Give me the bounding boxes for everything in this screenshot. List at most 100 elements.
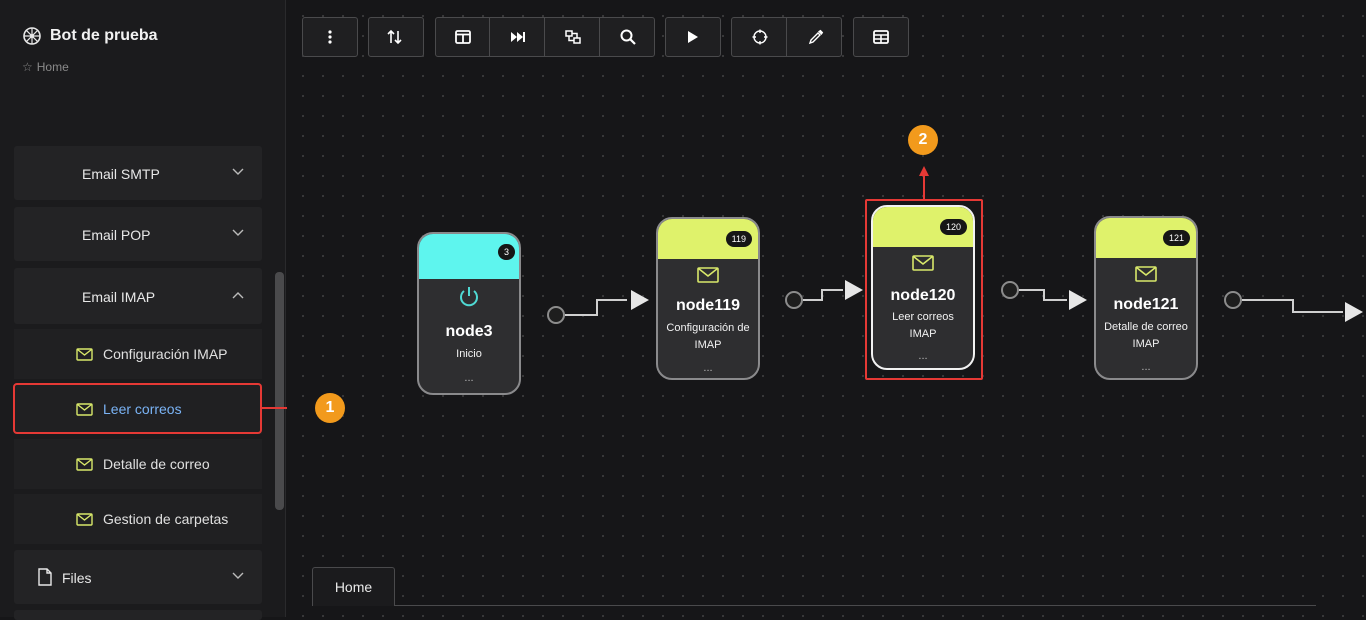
flow-canvas[interactable]: 3 node3 Inicio ... 119 node119 Configura… xyxy=(287,0,1366,617)
more-vert-icon xyxy=(328,30,332,44)
sidebar-item-label: Detalle de correo xyxy=(103,456,210,472)
sidebar-group-label: Files xyxy=(62,570,92,586)
arrow-head-node119-node120 xyxy=(845,280,863,300)
skip-forward-button[interactable] xyxy=(491,18,545,56)
chevron-down-icon[interactable] xyxy=(232,168,244,176)
node-name: node3 xyxy=(445,323,493,340)
flow-node-node120[interactable]: 120 node120 Leer correos IMAP ... xyxy=(871,205,975,370)
node-description-line: Leer correos xyxy=(892,311,954,323)
node-name: node120 xyxy=(890,287,956,304)
node-name: node121 xyxy=(1113,296,1179,313)
node-more-dots[interactable]: ... xyxy=(703,362,713,374)
flow-node-node119[interactable]: 119 node119 Configuración de IMAP ... xyxy=(656,217,760,380)
sidebar-item-label: Gestion de carpetas xyxy=(103,511,229,527)
tab-home[interactable]: Home xyxy=(312,567,395,606)
output-port-node119[interactable] xyxy=(785,291,803,309)
flow-node-node121[interactable]: 121 node121 Detalle de correo IMAP ... xyxy=(1094,216,1198,380)
app-title: Bot de prueba xyxy=(50,27,158,44)
node-description: Detalle de correo IMAP xyxy=(1096,319,1196,353)
auto-layout-icon xyxy=(565,30,581,44)
output-port-node3[interactable] xyxy=(547,306,565,324)
sidebar-item-label: Leer correos xyxy=(103,401,182,417)
output-port-node121[interactable] xyxy=(1224,291,1242,309)
sidebar-group-email-smtp[interactable]: Email SMTP xyxy=(14,146,262,200)
node-id-badge: 121 xyxy=(1162,230,1190,246)
node-header: 119 xyxy=(658,219,758,259)
sidebar-item-configuracion-imap[interactable]: Configuración IMAP xyxy=(14,329,262,379)
sidebar-group-label: Email SMTP xyxy=(82,166,160,182)
node-id-badge: 120 xyxy=(939,219,967,235)
power-icon xyxy=(419,285,519,309)
search-icon xyxy=(620,29,636,45)
file-icon xyxy=(38,568,52,586)
node-description: Leer correos IMAP xyxy=(873,309,973,343)
target-button[interactable] xyxy=(732,18,787,56)
mail-icon xyxy=(76,512,93,526)
breadcrumb[interactable]: ☆ Home xyxy=(22,60,69,74)
highlight-box-node120 xyxy=(865,199,983,380)
node-description-line: IMAP xyxy=(1132,338,1160,350)
node-id-badge: 3 xyxy=(497,244,515,260)
node-header: 120 xyxy=(873,207,973,247)
chevron-down-icon[interactable] xyxy=(232,229,244,237)
node-more-dots[interactable]: ... xyxy=(1141,361,1151,373)
node-description-line: Inicio xyxy=(456,348,482,360)
sidebar-scrollbar[interactable] xyxy=(275,272,284,510)
node-description: Inicio xyxy=(419,346,519,363)
eyedropper-icon xyxy=(808,29,823,45)
mail-icon xyxy=(76,402,93,416)
mail-icon xyxy=(76,457,93,471)
table-button[interactable] xyxy=(853,17,909,57)
arrow-head-node121-next xyxy=(1345,302,1363,322)
mail-icon xyxy=(658,267,758,283)
mail-icon xyxy=(873,255,973,271)
mail-icon xyxy=(1096,266,1196,282)
app-header: Bot de prueba xyxy=(22,26,158,46)
sidebar: Bot de prueba ☆ Home Email SMTP Email PO… xyxy=(0,0,286,620)
sort-button[interactable] xyxy=(368,17,424,57)
step-badge-2: 2 xyxy=(908,125,938,155)
flow-node-node3[interactable]: 3 node3 Inicio ... xyxy=(417,232,521,395)
eyedropper-button[interactable] xyxy=(788,18,843,56)
layout-icon xyxy=(455,30,471,44)
step-badge-1: 1 xyxy=(315,393,345,423)
sidebar-group-next[interactable] xyxy=(14,610,262,620)
sidebar-item-label: Configuración IMAP xyxy=(103,346,228,362)
sidebar-group-label: Email IMAP xyxy=(82,289,156,305)
sidebar-group-files[interactable]: Files xyxy=(14,550,262,604)
sidebar-item-leer-correos[interactable]: Leer correos xyxy=(14,384,262,434)
auto-layout-button[interactable] xyxy=(546,18,600,56)
node-more-dots[interactable]: ... xyxy=(918,350,928,362)
arrow-head-node120-node121 xyxy=(1069,290,1087,310)
sidebar-group-email-imap[interactable]: Email IMAP xyxy=(14,268,262,324)
connector-node121-next xyxy=(1242,299,1343,313)
layout-button[interactable] xyxy=(436,18,490,56)
toolbar-divider xyxy=(786,18,787,56)
toolbar-divider xyxy=(599,18,600,56)
sidebar-item-detalle-de-correo[interactable]: Detalle de correo xyxy=(14,439,262,489)
run-button[interactable] xyxy=(665,17,721,57)
tab-bar-divider xyxy=(395,605,1316,606)
annotation-arrow-2-head xyxy=(919,166,929,176)
arrow-head-node3-node119 xyxy=(631,290,649,310)
more-options-button[interactable] xyxy=(302,17,358,57)
target-icon xyxy=(752,29,767,45)
node-more-dots[interactable]: ... xyxy=(464,372,474,384)
node-name: node119 xyxy=(675,297,741,314)
search-button[interactable] xyxy=(601,18,655,56)
chevron-down-icon[interactable] xyxy=(232,572,244,580)
connector-node119-node120 xyxy=(803,289,843,301)
chevron-up-icon[interactable] xyxy=(232,291,244,299)
flow-connectors xyxy=(565,166,1363,322)
output-port-node120[interactable] xyxy=(1001,281,1019,299)
toolbar-divider xyxy=(489,18,490,56)
sidebar-group-email-pop[interactable]: Email POP xyxy=(14,207,262,261)
node-header: 3 xyxy=(419,234,519,279)
star-icon: ☆ xyxy=(22,60,33,74)
breadcrumb-home[interactable]: Home xyxy=(36,60,69,74)
mail-icon xyxy=(76,347,93,361)
node-header: 121 xyxy=(1096,218,1196,258)
sort-icon xyxy=(387,29,402,45)
sidebar-item-gestion-de-carpetas[interactable]: Gestion de carpetas xyxy=(14,494,262,544)
connector-node120-node121 xyxy=(1019,289,1067,301)
